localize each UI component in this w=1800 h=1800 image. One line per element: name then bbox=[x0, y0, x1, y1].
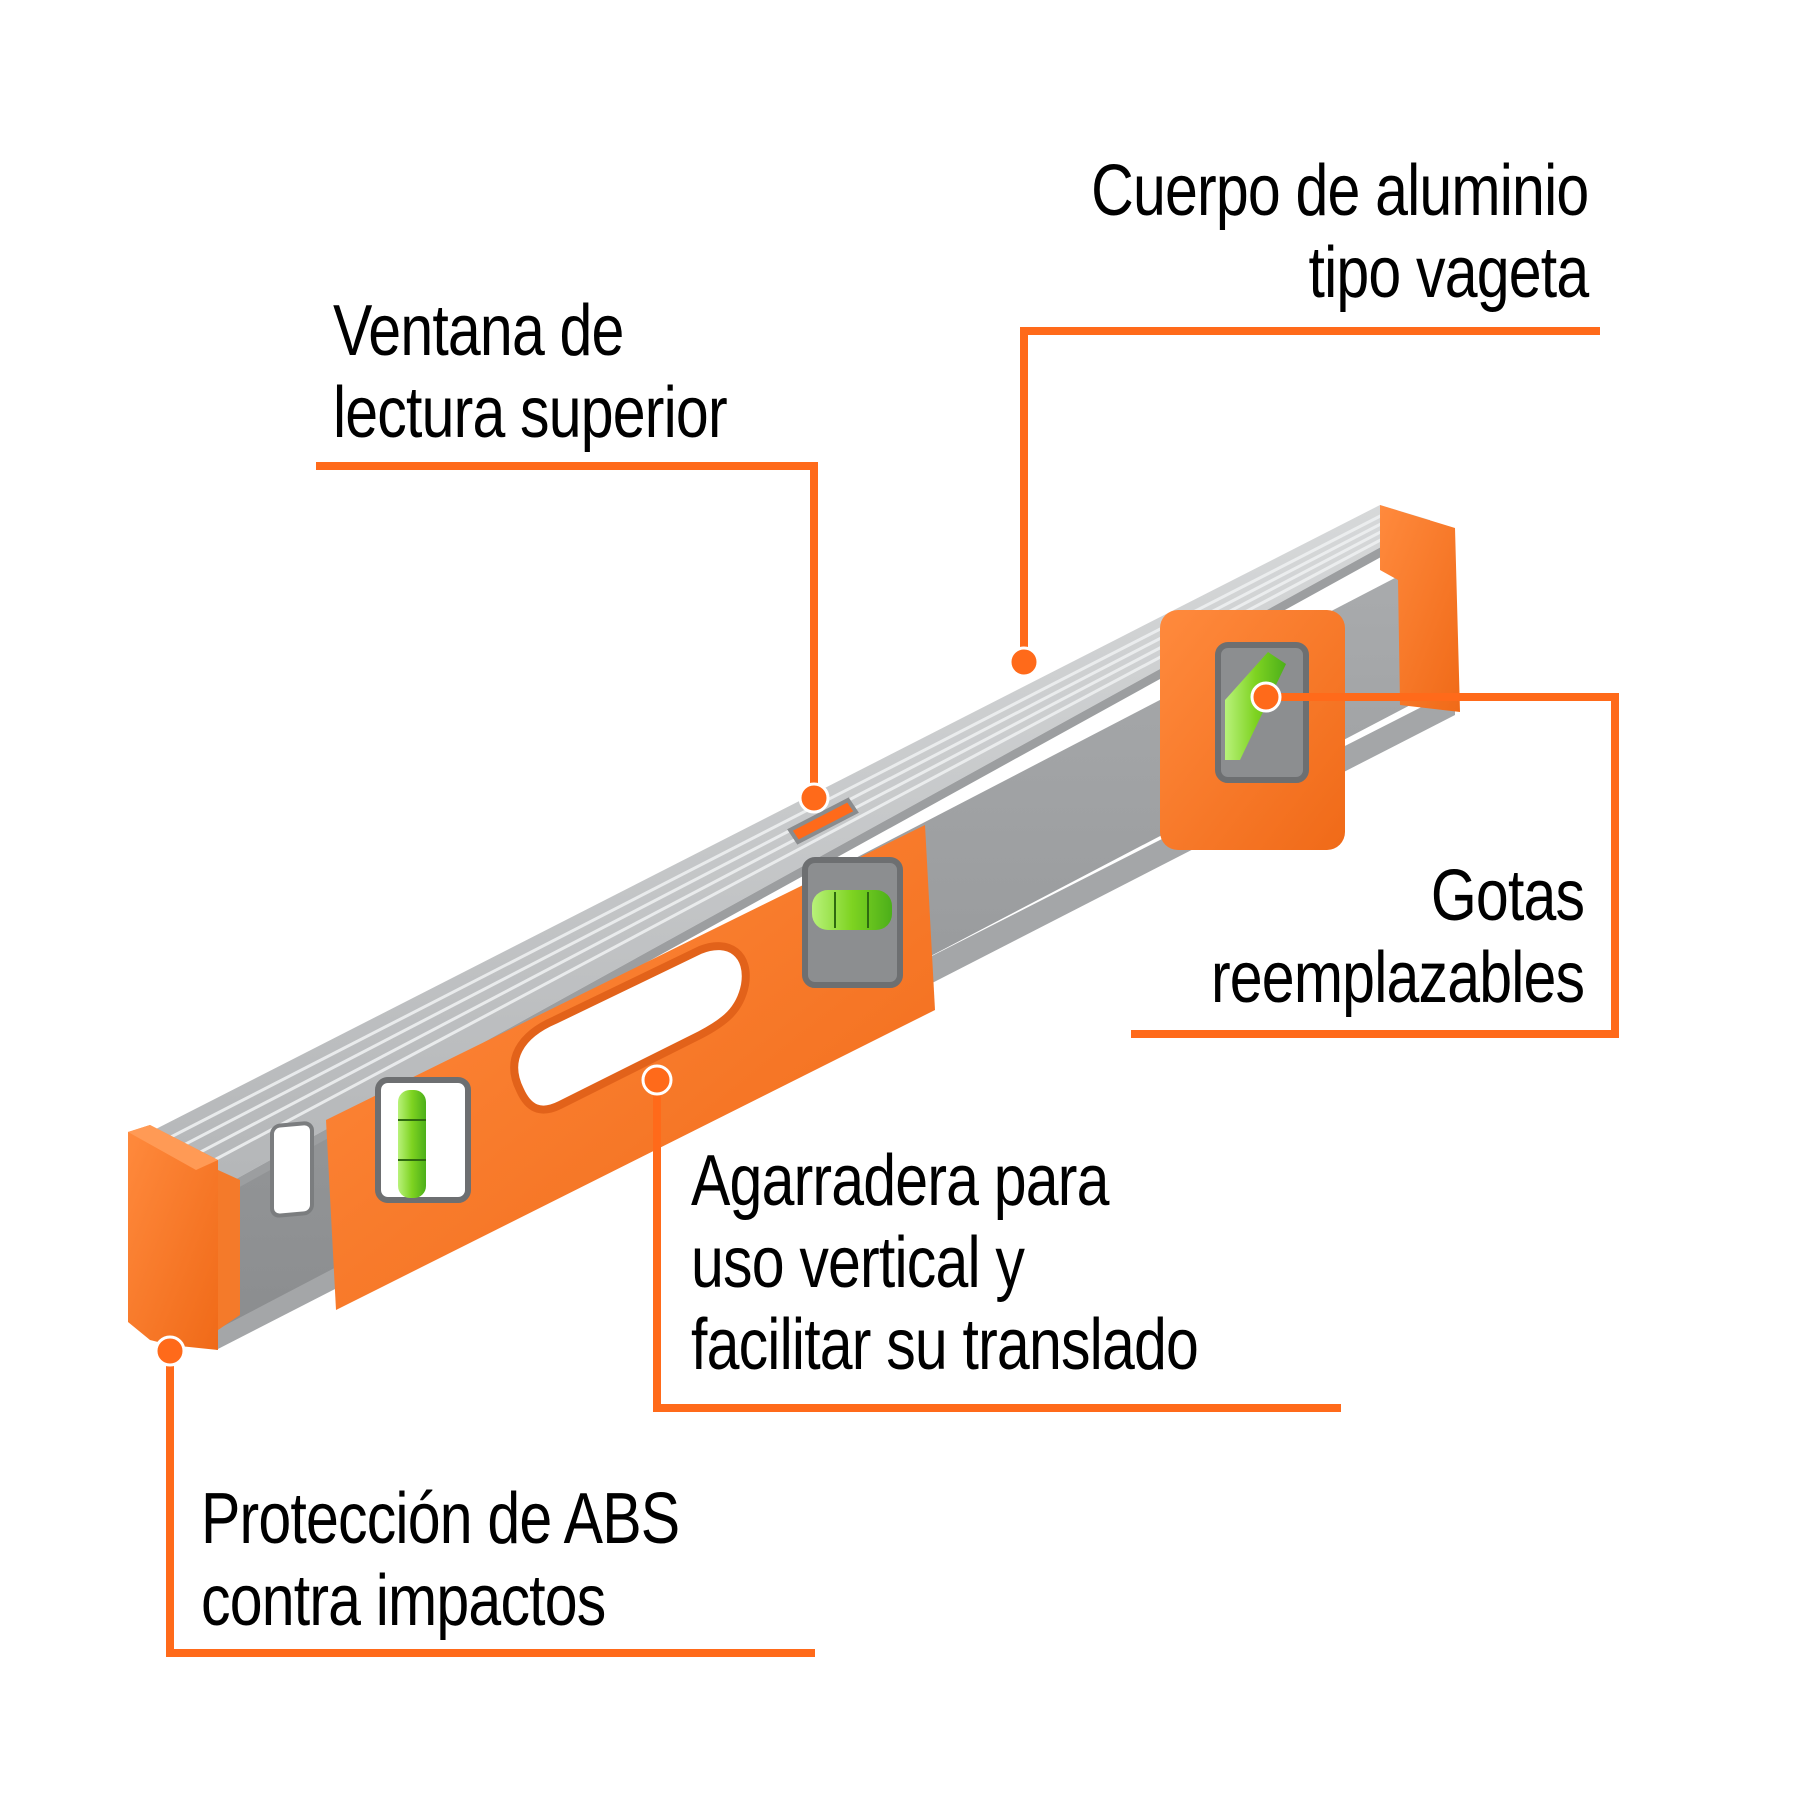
callout-label-gotas: Gotas reemplazables bbox=[1210, 855, 1585, 1019]
leader-line-gotas bbox=[1131, 693, 1619, 1038]
callout-label-agarradera: Agarradera para uso vertical y facilitar… bbox=[691, 1140, 1199, 1386]
leader-line-agarradera bbox=[653, 1080, 1341, 1412]
horizontal-vial bbox=[812, 890, 892, 930]
top-reading-window bbox=[787, 797, 859, 845]
callout-line: lectura superior bbox=[333, 373, 728, 453]
leader-line-proteccion bbox=[166, 1351, 815, 1657]
left-cutout bbox=[270, 1121, 314, 1218]
callout-line: reemplazables bbox=[1210, 938, 1585, 1018]
callout-line: Ventana de bbox=[333, 291, 624, 371]
callout-line: Protección de ABS bbox=[201, 1479, 680, 1559]
callout-dot-cuerpo bbox=[1008, 646, 1040, 678]
callout-label-ventana: Ventana de lectura superior bbox=[333, 290, 728, 454]
callout-line: contra impactos bbox=[201, 1561, 606, 1641]
left-end-cap bbox=[128, 1125, 218, 1350]
callout-dot-proteccion bbox=[154, 1335, 186, 1367]
vertical-vial bbox=[398, 1090, 426, 1198]
callout-line: Cuerpo de aluminio bbox=[1090, 151, 1589, 231]
callout-dot-gotas bbox=[1250, 681, 1282, 713]
callout-dot-ventana bbox=[798, 782, 830, 814]
right-end-cap bbox=[1380, 505, 1460, 712]
callout-line: tipo vageta bbox=[1308, 233, 1589, 313]
callout-line: Gotas bbox=[1430, 856, 1585, 936]
callout-line: facilitar su translado bbox=[691, 1305, 1199, 1385]
leader-line-ventana bbox=[316, 462, 818, 798]
callout-label-cuerpo: Cuerpo de aluminio tipo vageta bbox=[1090, 150, 1589, 314]
callout-dot-agarradera bbox=[641, 1064, 673, 1096]
handle-opening bbox=[510, 942, 750, 1114]
leader-line-cuerpo bbox=[1020, 327, 1600, 662]
callout-line: uso vertical y bbox=[691, 1223, 1025, 1303]
callout-label-proteccion: Protección de ABS contra impactos bbox=[201, 1478, 680, 1642]
spirit-level-icon bbox=[128, 505, 1460, 1350]
callout-line: Agarradera para bbox=[691, 1141, 1109, 1221]
level-top-face bbox=[150, 505, 1430, 1190]
